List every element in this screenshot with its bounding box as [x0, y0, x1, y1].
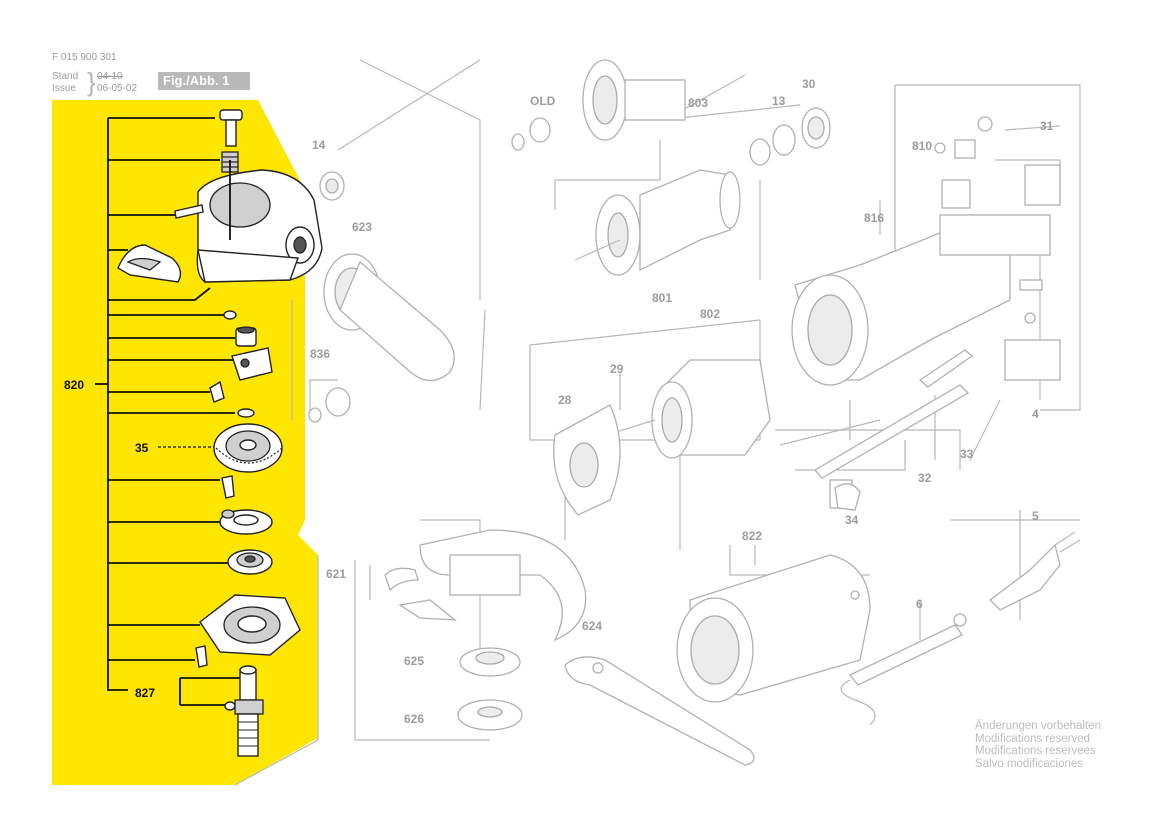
part-label-836: 836 — [310, 347, 330, 361]
issue-date: 06-05-02 — [97, 83, 138, 94]
stand-label: Stand — [52, 71, 79, 82]
part-label-803: 803 — [688, 96, 708, 110]
part-label-30: 30 — [802, 77, 816, 91]
modification-notice: Änderungen vorbehalten Modifications res… — [975, 720, 1101, 770]
part-label-5: 5 — [1032, 509, 1039, 523]
part-label-802: 802 — [700, 307, 720, 321]
part-label-31: 31 — [1040, 119, 1054, 133]
part-label-626: 626 — [404, 712, 424, 726]
part-label-624: 624 — [582, 619, 602, 633]
part-label-621: 621 — [326, 567, 346, 581]
part-label-32: 32 — [918, 471, 932, 485]
part-label-801: 801 — [652, 291, 672, 305]
part-label-625: 625 — [404, 654, 424, 668]
part-label-822: 822 — [742, 529, 762, 543]
stand-date: 04-10 — [97, 71, 123, 82]
part-labels: 820 35 827 14 623 836 621 625 626 624 OL… — [64, 77, 1054, 726]
notice-line-en: Modifications reserved — [975, 732, 1091, 745]
part-label-14: 14 — [312, 138, 326, 152]
figure-label-box: Fig./Abb. 1 — [158, 72, 250, 90]
issue-label: Issue — [52, 83, 76, 94]
ghost-assembly — [234, 59, 1081, 786]
part-label-816: 816 — [864, 211, 884, 225]
part-label-623: 623 — [352, 220, 372, 234]
part-label-6: 6 — [916, 597, 923, 611]
part-label-29: 29 — [610, 362, 624, 376]
part-label-35: 35 — [135, 441, 149, 455]
part-label-820: 820 — [64, 378, 84, 392]
highlighted-gear-head-assembly — [95, 109, 323, 757]
notice-line-fr: Modifications reservees — [975, 745, 1096, 757]
part-label-4: 4 — [1032, 407, 1039, 421]
part-label-810: 810 — [912, 139, 932, 153]
part-label-33: 33 — [960, 447, 974, 461]
brace-glyph: } — [87, 67, 96, 97]
part-label-34: 34 — [845, 513, 859, 527]
document-number: F 015 900 301 — [52, 52, 117, 63]
part-label-old: OLD — [530, 94, 556, 108]
part-label-827: 827 — [135, 686, 155, 700]
part-label-28: 28 — [558, 393, 572, 407]
part-label-13: 13 — [772, 94, 786, 108]
notice-line-es: Salvo modificaciones — [975, 757, 1084, 770]
notice-line-de: Änderungen vorbehalten — [975, 720, 1101, 732]
